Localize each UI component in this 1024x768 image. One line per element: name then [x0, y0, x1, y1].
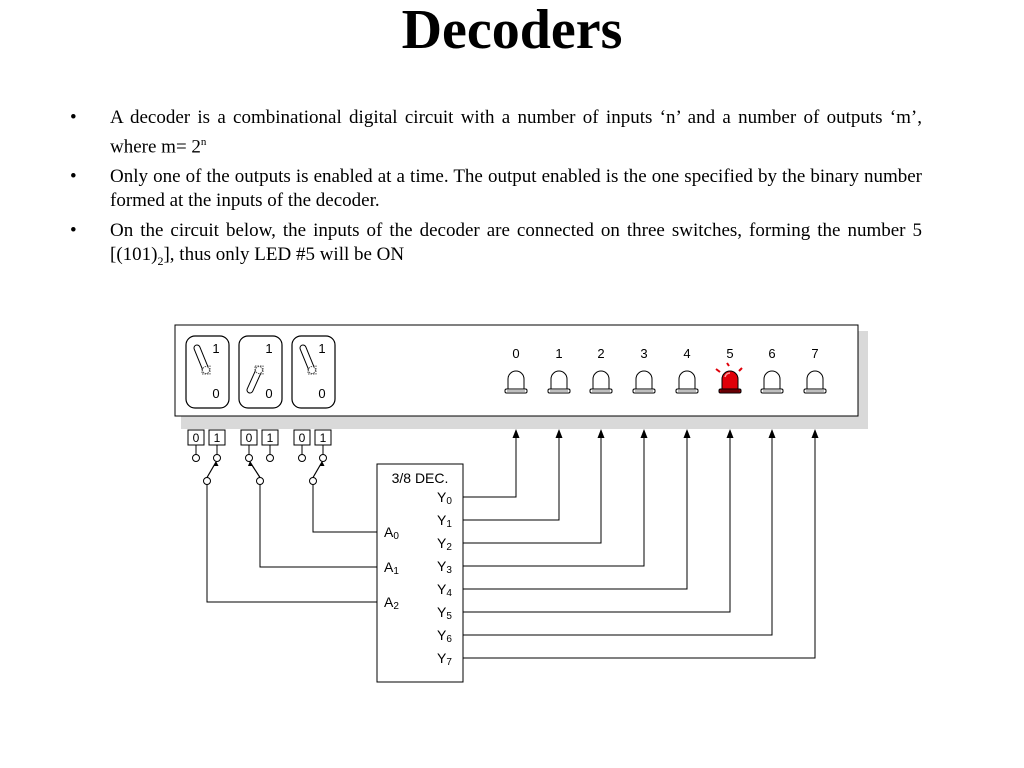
switches-layer: 1 0 1 0 1 0 — [185, 335, 336, 409]
subscript-2: 2 — [157, 254, 164, 269]
bullet-dot: • — [70, 107, 77, 128]
contact-terminal — [266, 454, 274, 462]
switch-arm — [312, 461, 323, 478]
led-number-label: 5 — [726, 346, 733, 361]
arrow-up-icon — [555, 429, 563, 438]
arrow-up-icon — [811, 429, 819, 438]
switch-arm — [206, 461, 217, 478]
led-off-icon — [547, 370, 571, 394]
contact-1-label: 1 — [214, 431, 221, 445]
decoder-input-label: A0 — [384, 524, 399, 542]
arrow-icon — [214, 461, 219, 466]
superscript-n: n — [200, 136, 207, 148]
contact-1-label: 1 — [320, 431, 327, 445]
bullet-item: • On the circuit below, the inputs of th… — [70, 219, 922, 273]
arrow-up-icon — [683, 429, 691, 438]
decoder-output-label: Y3 — [437, 558, 452, 576]
contact-terminal — [319, 454, 327, 462]
decoder-output-label: Y0 — [437, 489, 452, 507]
decoder-output-label: Y2 — [437, 535, 452, 553]
bullet-text: On the circuit below, the inputs of the … — [110, 220, 922, 266]
arrow-up-icon — [512, 429, 520, 438]
arrow-icon — [248, 461, 253, 466]
bullet-text-end: ], thus only LED #5 will be ON — [163, 244, 405, 266]
toggle-switch-icon — [291, 335, 336, 409]
switch-bottom-label: 0 — [318, 386, 325, 401]
arrow-up-icon — [726, 429, 734, 438]
toggle-switch-icon — [185, 335, 230, 409]
arrow-icon — [320, 461, 325, 466]
decoder-box — [376, 463, 464, 683]
arrow-up-icon — [640, 429, 648, 438]
input-wire — [312, 484, 377, 533]
contact-1-label: 1 — [267, 431, 274, 445]
contact-terminal — [213, 454, 221, 462]
led-number-label: 1 — [555, 346, 562, 361]
bullet-item: • A decoder is a combinational digital c… — [70, 106, 922, 159]
led-number-label: 6 — [768, 346, 775, 361]
arrow-up-icon — [597, 429, 605, 438]
decoder-output-label: Y1 — [437, 512, 452, 530]
switch-top-label: 1 — [318, 341, 325, 356]
output-wire — [463, 438, 688, 590]
led-on-icon — [715, 362, 743, 394]
bullet-text: Only one of the outputs is enabled at a … — [110, 166, 922, 212]
led-off-icon — [760, 370, 784, 394]
switch-top-label: 1 — [265, 341, 272, 356]
decoder-title: 3/8 DEC. — [392, 470, 449, 486]
decoder-output-label: Y5 — [437, 604, 452, 622]
contact-terminal — [192, 454, 200, 462]
contact-terminal — [298, 454, 306, 462]
toggle-switch-icon — [238, 335, 283, 409]
contact-0-label: 0 — [299, 431, 306, 445]
output-wire — [463, 438, 517, 498]
bullet-text: A decoder is a combinational digital cir… — [110, 107, 922, 158]
led-number-label: 3 — [640, 346, 647, 361]
display-panel — [174, 324, 859, 417]
bullet-item: • Only one of the outputs is enabled at … — [70, 165, 922, 213]
led-off-icon — [589, 370, 613, 394]
led-number-label: 4 — [683, 346, 690, 361]
led-off-icon — [675, 370, 699, 394]
contact-terminal — [245, 454, 253, 462]
decoder-output-label: Y6 — [437, 627, 452, 645]
arrow-up-icon — [768, 429, 776, 438]
common-terminal — [203, 477, 211, 485]
switch-bottom-label: 0 — [212, 386, 219, 401]
bullet-dot: • — [70, 220, 77, 242]
decoder-input-label: A1 — [384, 559, 399, 577]
decoder-input-label: A2 — [384, 594, 399, 612]
leds-layer: 0 1 2 3 4 5 6 7 — [504, 346, 827, 394]
led-number-label: 7 — [811, 346, 818, 361]
input-wire — [206, 484, 377, 603]
output-wire — [463, 438, 731, 613]
output-wire — [463, 438, 560, 521]
bullet-dot: • — [70, 166, 77, 188]
input-wire — [259, 484, 377, 568]
decoder-output-label: Y4 — [437, 581, 452, 599]
common-terminal — [256, 477, 264, 485]
decoder-output-label: Y7 — [437, 650, 452, 668]
output-wire — [463, 438, 645, 567]
led-off-icon — [504, 370, 528, 394]
bullet-list: • A decoder is a combinational digital c… — [70, 106, 922, 279]
output-wire — [463, 438, 773, 636]
slide-title: Decoders — [401, 0, 623, 61]
led-number-label: 2 — [597, 346, 604, 361]
contact-0-label: 0 — [246, 431, 253, 445]
common-terminal — [309, 477, 317, 485]
output-wire — [463, 438, 816, 659]
switch-bottom-label: 0 — [265, 386, 272, 401]
led-number-label: 0 — [512, 346, 519, 361]
contact-0-label: 0 — [193, 431, 200, 445]
led-off-icon — [803, 370, 827, 394]
output-wire — [463, 438, 602, 544]
led-off-icon — [632, 370, 656, 394]
switch-top-label: 1 — [212, 341, 219, 356]
